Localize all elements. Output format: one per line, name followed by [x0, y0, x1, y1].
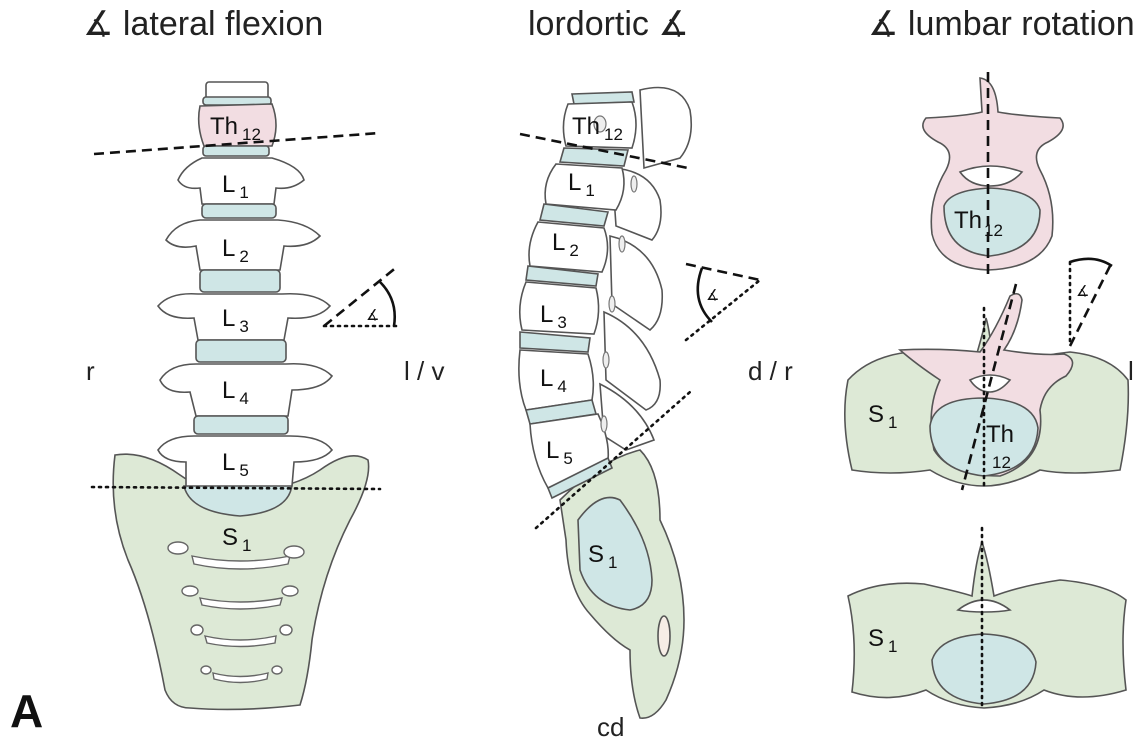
th12-axial-view [923, 78, 1063, 270]
s1-axial-view [848, 542, 1126, 708]
sagittal-spine-view [519, 88, 691, 719]
lordotic-angle-icon [686, 264, 760, 340]
overlay-axial-view [845, 294, 1129, 486]
rotation-angle-icon [1070, 259, 1112, 346]
l2-sagittal [529, 222, 608, 272]
lateral-flexion-angle-icon [324, 266, 398, 326]
rotation-angle-symbol: ∡ [1076, 283, 1089, 300]
lordotic-angle-symbol: ∡ [706, 287, 719, 304]
lateral-angle-symbol: ∡ [366, 307, 379, 324]
